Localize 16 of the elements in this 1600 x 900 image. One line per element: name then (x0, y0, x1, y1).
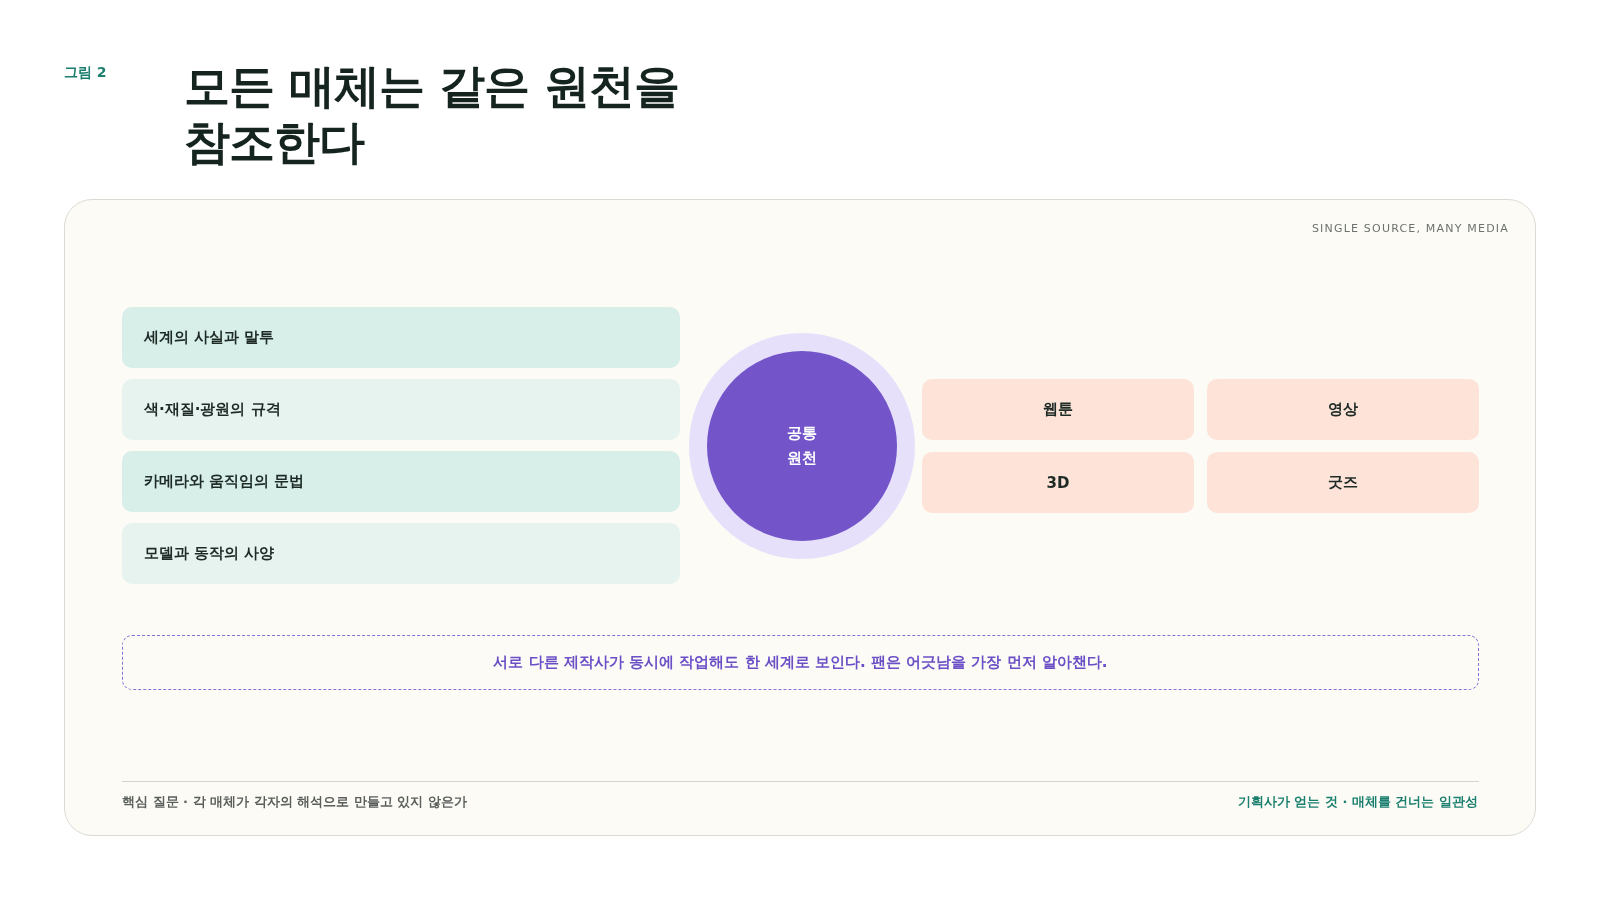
figure-number: 그림 2 (64, 64, 107, 82)
footer-note: 핵심 질문 · 각 매체가 각자의 해석으로 만들고 있지 않은가 (122, 793, 467, 811)
spec-box: 색·재질·광원의 규격 (122, 379, 680, 440)
spec-box: 세계의 사실과 말투 (122, 307, 680, 368)
media-box: 웹툰 (922, 379, 1194, 440)
spec-box: 카메라와 움직임의 문법 (122, 451, 680, 512)
page-title: 모든 매체는 같은 원천을 참조한다 (184, 58, 681, 170)
section-tag: SINGLE SOURCE, MANY MEDIA (1311, 222, 1509, 235)
card-background (64, 199, 1536, 836)
footer-note: 기획사가 얻는 것 · 매체를 건너는 일관성 (1237, 793, 1478, 811)
note-box: 서로 다른 제작사가 동시에 작업해도 한 세계로 보인다. 팬은 어긋남을 가장 먼저 알아챈다. (122, 635, 1479, 690)
media-box: 영상 (1207, 379, 1479, 440)
media-box: 굿즈 (1207, 452, 1479, 513)
media-box: 3D (922, 452, 1194, 513)
source-circle: 공통 원천 (689, 333, 915, 559)
spec-box: 모델과 동작의 사양 (122, 523, 680, 584)
